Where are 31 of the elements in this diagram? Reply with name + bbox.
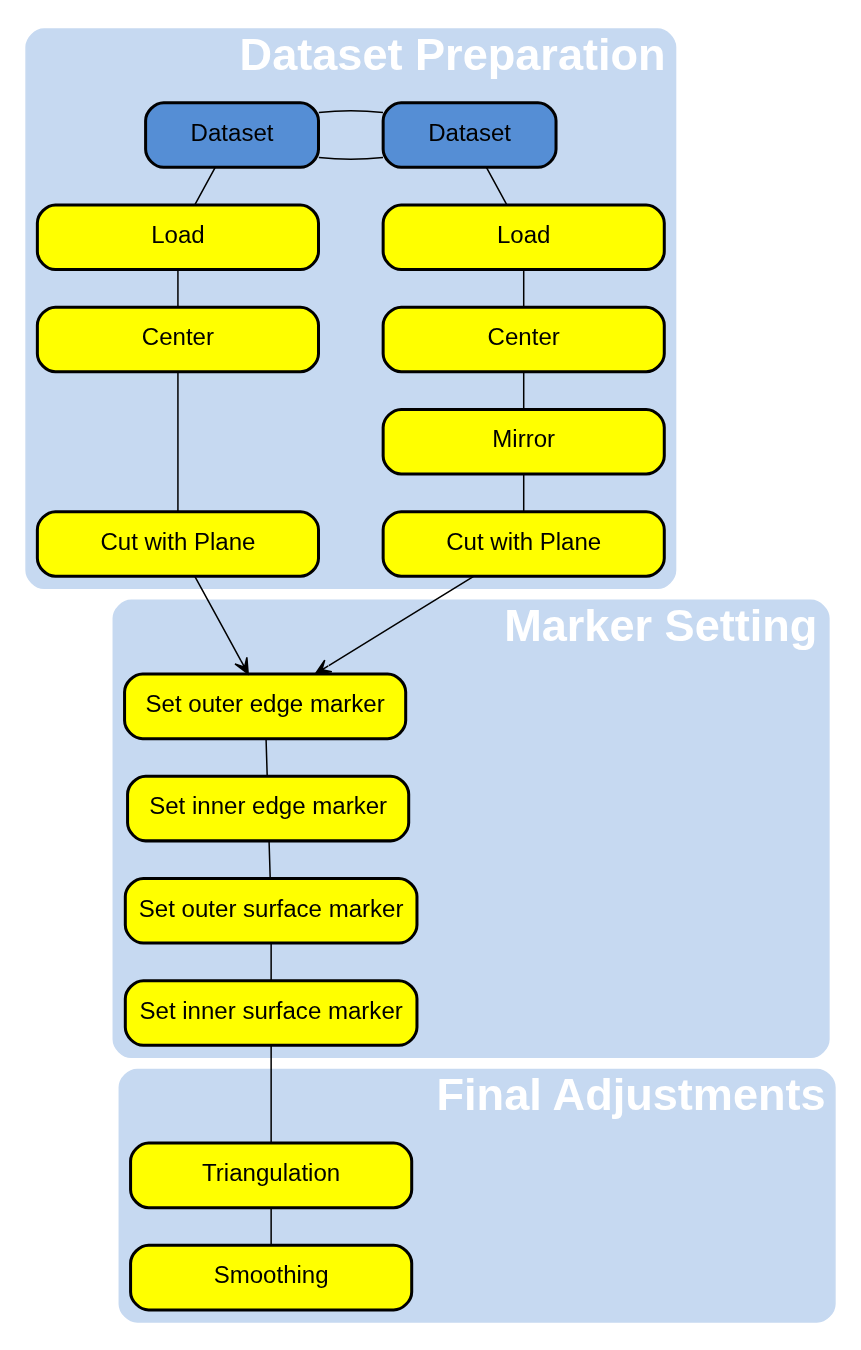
node-box: Mirror <box>381 407 666 476</box>
connector <box>318 109 384 113</box>
connector <box>270 1044 272 1144</box>
node-box: Center <box>381 305 666 373</box>
connector <box>268 839 271 879</box>
node-box: Center <box>35 305 320 373</box>
connector <box>522 472 525 512</box>
node-box: Set inner surface marker <box>123 978 419 1047</box>
node-box: Dataset <box>381 100 558 169</box>
connector <box>265 737 268 777</box>
arrow <box>314 575 474 675</box>
node-box: Load <box>381 202 666 271</box>
connector <box>522 268 525 308</box>
connector <box>177 370 179 512</box>
node-box: Smoothing <box>129 1243 414 1311</box>
connector <box>194 166 216 205</box>
node-box: Load <box>35 202 320 271</box>
connector <box>485 166 508 205</box>
connector <box>270 1206 272 1246</box>
node-box: Set inner edge marker <box>126 774 411 842</box>
node-box: Set outer edge marker <box>123 672 408 740</box>
node-box: Set outer surface marker <box>123 876 419 945</box>
node-box: Triangulation <box>129 1141 414 1209</box>
node-box: Dataset <box>144 100 320 169</box>
node-box: Cut with Plane <box>381 509 666 578</box>
connector <box>522 370 525 410</box>
node-box: Cut with Plane <box>35 509 320 578</box>
connector <box>318 156 384 160</box>
connector <box>177 268 179 308</box>
arrow <box>194 575 249 675</box>
connector <box>270 941 272 981</box>
